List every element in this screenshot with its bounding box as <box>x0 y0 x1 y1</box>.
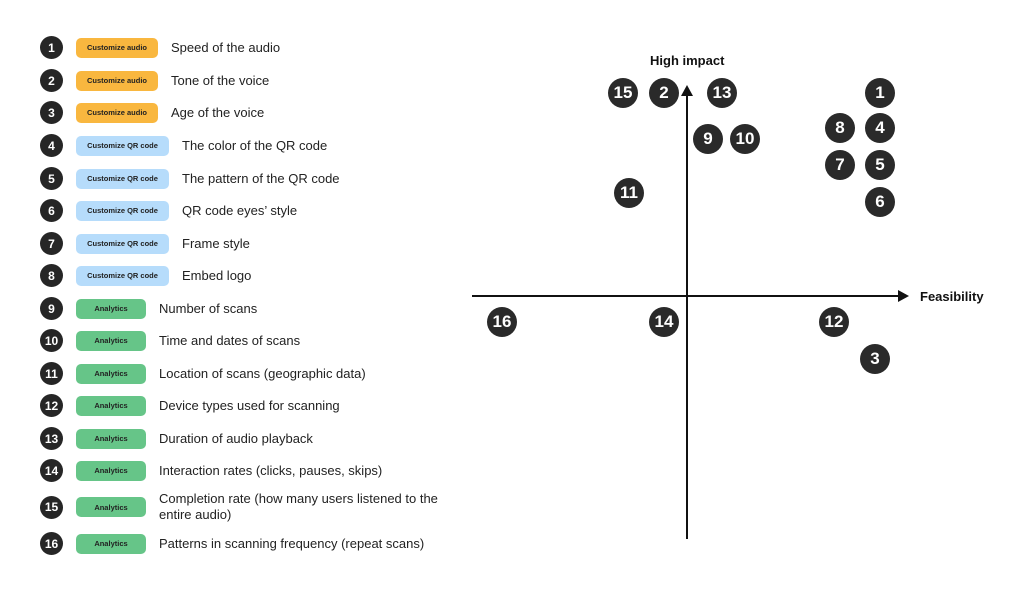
list-item: 1 Customize audio Speed of the audio <box>40 36 280 59</box>
list-item: 10 Analytics Time and dates of scans <box>40 329 300 352</box>
item-description: Tone of the voice <box>171 72 270 88</box>
item-description: Number of scans <box>159 300 258 316</box>
matrix-point: 14 <box>649 307 679 337</box>
item-description: Interaction rates (clicks, pauses, skips… <box>159 462 383 478</box>
category-tag: Customize QR code <box>76 168 169 189</box>
item-number: 5 <box>40 167 63 190</box>
item-number: 12 <box>40 394 63 417</box>
item-description: The color of the QR code <box>182 137 328 153</box>
category-tag: Customize QR code <box>76 265 169 286</box>
list-item: 4 Customize QR code The color of the QR … <box>40 134 327 157</box>
item-description: Duration of audio playback <box>159 430 313 446</box>
matrix-point: 15 <box>608 78 638 108</box>
list-item: 9 Analytics Number of scans <box>40 297 257 320</box>
item-number: 10 <box>40 329 63 352</box>
category-tag: Analytics <box>76 330 146 351</box>
category-tag: Analytics <box>76 460 146 481</box>
matrix-point: 10 <box>730 124 760 154</box>
list-item: 5 Customize QR code The pattern of the Q… <box>40 167 340 190</box>
item-number: 1 <box>40 36 63 59</box>
matrix-point: 8 <box>825 113 855 143</box>
item-description: The pattern of the QR code <box>182 170 340 186</box>
matrix-point: 3 <box>860 344 890 374</box>
item-number: 16 <box>40 532 63 555</box>
arrow-right-icon <box>898 290 909 302</box>
list-item: 11 Analytics Location of scans (geograph… <box>40 362 366 385</box>
matrix-point: 16 <box>487 307 517 337</box>
item-number: 9 <box>40 297 63 320</box>
y-axis-line <box>686 94 688 539</box>
item-description: Speed of the audio <box>171 39 281 55</box>
y-axis-label: High impact <box>650 53 725 68</box>
matrix-point: 9 <box>693 124 723 154</box>
arrow-up-icon <box>681 85 693 96</box>
matrix-point: 4 <box>865 113 895 143</box>
list-item: 8 Customize QR code Embed logo <box>40 264 251 287</box>
list-item: 15 Analytics Completion rate (how many u… <box>40 491 459 523</box>
category-tag: Analytics <box>76 428 146 449</box>
list-item: 2 Customize audio Tone of the voice <box>40 69 269 92</box>
item-number: 2 <box>40 69 63 92</box>
item-description: Completion rate (how many users listened… <box>159 491 438 522</box>
item-description: Location of scans (geographic data) <box>159 365 366 381</box>
item-number: 11 <box>40 362 63 385</box>
category-tag: Analytics <box>76 298 146 319</box>
item-number: 6 <box>40 199 63 222</box>
list-item: 14 Analytics Interaction rates (clicks, … <box>40 459 382 482</box>
item-number: 4 <box>40 134 63 157</box>
item-description: QR code eyes’ style <box>182 202 298 218</box>
list-item: 3 Customize audio Age of the voice <box>40 101 264 124</box>
matrix-point: 5 <box>865 150 895 180</box>
item-number: 15 <box>40 495 63 519</box>
category-tag: Customize QR code <box>76 135 169 156</box>
list-item: 6 Customize QR code QR code eyes’ style <box>40 199 297 222</box>
matrix-point: 13 <box>707 78 737 108</box>
item-number: 3 <box>40 101 63 124</box>
item-number: 7 <box>40 232 63 255</box>
item-description: Time and dates of scans <box>159 332 301 348</box>
item-description: Age of the voice <box>171 104 265 120</box>
matrix-point: 6 <box>865 187 895 217</box>
category-tag: Customize audio <box>76 70 158 91</box>
x-axis-label: Feasibility <box>920 289 984 304</box>
category-tag: Customize audio <box>76 37 158 58</box>
category-tag: Analytics <box>76 363 146 384</box>
item-number: 13 <box>40 427 63 450</box>
x-axis-line <box>472 295 900 297</box>
item-description: Frame style <box>182 235 250 251</box>
matrix-point: 12 <box>819 307 849 337</box>
category-tag: Analytics <box>76 395 146 416</box>
item-number: 14 <box>40 459 63 482</box>
category-tag: Analytics <box>76 533 146 554</box>
matrix-point: 1 <box>865 78 895 108</box>
category-tag: Customize audio <box>76 102 158 123</box>
list-item: 16 Analytics Patterns in scanning freque… <box>40 532 424 555</box>
list-item: 13 Analytics Duration of audio playback <box>40 427 313 450</box>
category-tag: Customize QR code <box>76 200 169 221</box>
matrix-point: 11 <box>614 178 644 208</box>
category-tag: Customize QR code <box>76 233 169 254</box>
category-tag: Analytics <box>76 497 146 517</box>
matrix-point: 7 <box>825 150 855 180</box>
matrix-point: 2 <box>649 78 679 108</box>
item-number: 8 <box>40 264 63 287</box>
item-description: Embed logo <box>182 267 252 283</box>
list-item: 7 Customize QR code Frame style <box>40 232 250 255</box>
list-item: 12 Analytics Device types used for scann… <box>40 394 340 417</box>
item-description: Patterns in scanning frequency (repeat s… <box>159 535 425 551</box>
item-description: Device types used for scanning <box>159 397 340 413</box>
